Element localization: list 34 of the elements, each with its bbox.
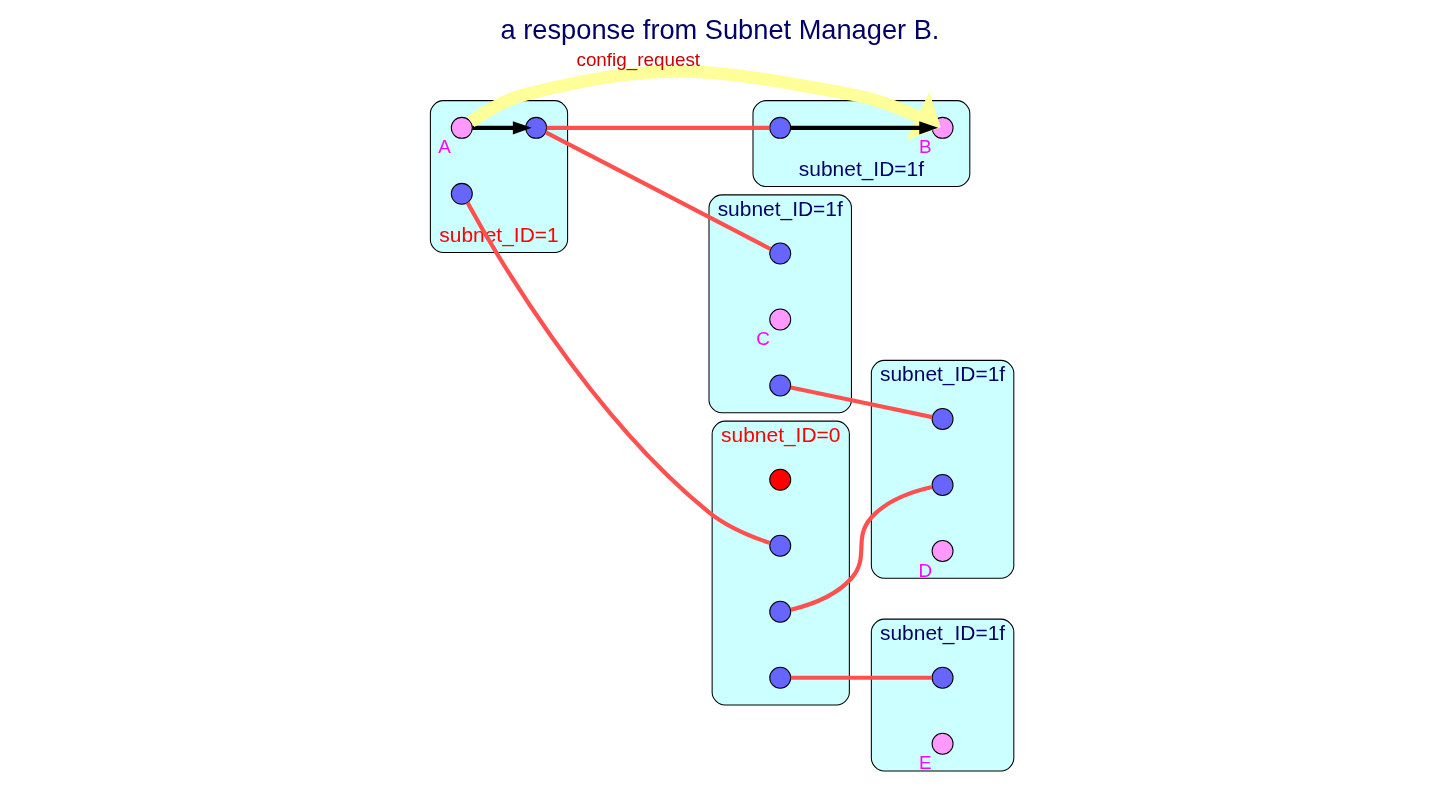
- node-label: A: [438, 136, 451, 158]
- node-label: D: [918, 559, 933, 581]
- edge-label: config_request: [576, 49, 701, 71]
- diagram-title: a response from Subnet Manager B.: [500, 13, 940, 45]
- node-label: B: [919, 136, 932, 158]
- connector: [790, 484, 933, 612]
- node-circle: [931, 408, 954, 431]
- node-circle: [769, 308, 792, 331]
- node-circle: [769, 600, 792, 623]
- node-circle: [769, 534, 792, 557]
- arrow: [467, 65, 941, 141]
- connector: [465, 201, 771, 545]
- node-circle: [525, 116, 548, 139]
- node-circle: [931, 474, 954, 497]
- node-circle: [931, 666, 954, 689]
- connector: [546, 125, 770, 130]
- connector: [790, 385, 933, 420]
- node-circle: [769, 468, 792, 491]
- node-label: E: [919, 752, 932, 774]
- connector: [790, 675, 932, 680]
- node-circle: [769, 374, 792, 397]
- node-circle: [931, 116, 954, 139]
- node-circle: [769, 666, 792, 689]
- node-circle: [769, 242, 792, 265]
- node-circle: [931, 540, 954, 563]
- node-circle: [450, 116, 473, 139]
- connector: [544, 130, 772, 251]
- arrow: [472, 121, 532, 135]
- node-circle: [931, 732, 954, 755]
- node-circle: [450, 182, 473, 205]
- node-label: C: [756, 328, 770, 350]
- arrow: [790, 121, 939, 135]
- cluster: subnet_ID=0: [711, 420, 850, 706]
- node-circle: [769, 116, 792, 139]
